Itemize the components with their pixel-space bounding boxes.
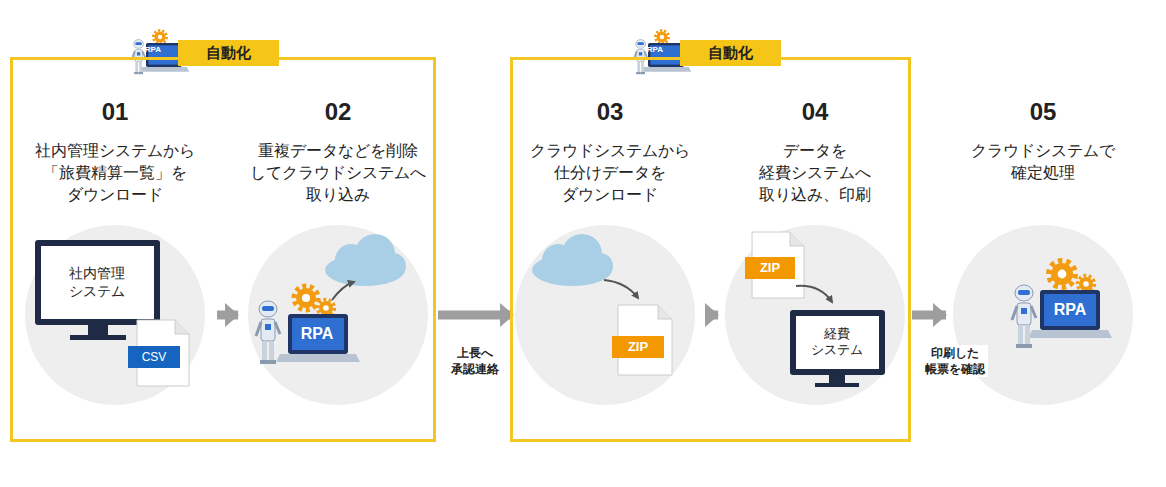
screen-text: 社内管理 システム bbox=[57, 264, 137, 300]
flow-arrow bbox=[217, 311, 238, 320]
rpa-robot bbox=[256, 286, 360, 364]
screen-text: RPA bbox=[1044, 300, 1096, 320]
flow-arrow bbox=[438, 311, 513, 320]
group-tag: 自動化 bbox=[178, 40, 279, 66]
process-step: 02 重複データなどを削除 してクラウドシステムへ 取り込み bbox=[240, 97, 436, 217]
step-number: 02 bbox=[240, 97, 436, 127]
automation-group: 自動化01社内管理システムから 「旅費精算一覧」を ダウンロード02重複データな… bbox=[10, 57, 436, 442]
process-step: 04 データを 経費システムへ 取り込み、印刷 bbox=[720, 97, 910, 217]
step-description: クラウドシステムで 確定処理 bbox=[950, 140, 1136, 184]
download-arrow bbox=[604, 280, 638, 298]
rpa-robot bbox=[1012, 261, 1112, 348]
process-step: 05 クラウドシステムで 確定処理 bbox=[948, 97, 1138, 217]
screen-text: 経費 システム bbox=[799, 326, 875, 358]
group-tag: 自動化 bbox=[680, 40, 781, 66]
edge-label: 上長へ 承認連絡 bbox=[442, 345, 508, 377]
file-badge: CSV bbox=[129, 350, 179, 365]
cloud-icon bbox=[325, 234, 406, 286]
step-number: 05 bbox=[948, 97, 1138, 127]
file-badge: ZIP bbox=[613, 339, 663, 355]
csv-file-icon bbox=[128, 320, 189, 386]
zip-file-icon bbox=[745, 232, 804, 298]
icon-text: RPA bbox=[138, 45, 168, 55]
automation-group: 自動化03クラウドシステムから 仕分けデータを ダウンロード04データを 経費シ… bbox=[510, 57, 911, 442]
zip-file-icon bbox=[612, 305, 672, 375]
process-step: 01 社内管理システムから 「旅費精算一覧」を ダウンロード bbox=[15, 97, 215, 217]
upload-arrow bbox=[332, 282, 354, 300]
flow-arrow bbox=[707, 311, 718, 320]
step-number: 04 bbox=[720, 97, 910, 127]
process-step: 03 クラウドシステムから 仕分けデータを ダウンロード bbox=[515, 97, 705, 217]
import-arrow bbox=[796, 286, 832, 302]
step-description: データを 経費システムへ 取り込み、印刷 bbox=[740, 140, 890, 206]
monitor-icon bbox=[790, 310, 885, 387]
file-badge: ZIP bbox=[746, 260, 794, 276]
step-description: 重複データなどを削除 してクラウドシステムへ 取り込み bbox=[243, 140, 433, 206]
step-description: クラウドシステムから 仕分けデータを ダウンロード bbox=[517, 140, 703, 206]
edge-label: 印刷した 帳票を確認 bbox=[922, 345, 988, 377]
step-description: 社内管理システムから 「旅費精算一覧」を ダウンロード bbox=[20, 140, 210, 206]
step-number: 03 bbox=[515, 97, 705, 127]
step-circles bbox=[25, 225, 1133, 405]
screen-text: RPA bbox=[291, 324, 343, 344]
step-number: 01 bbox=[15, 97, 215, 127]
icon-text: RPA bbox=[640, 45, 670, 55]
flow-arrow bbox=[912, 311, 946, 320]
cloud-icon bbox=[532, 234, 613, 286]
